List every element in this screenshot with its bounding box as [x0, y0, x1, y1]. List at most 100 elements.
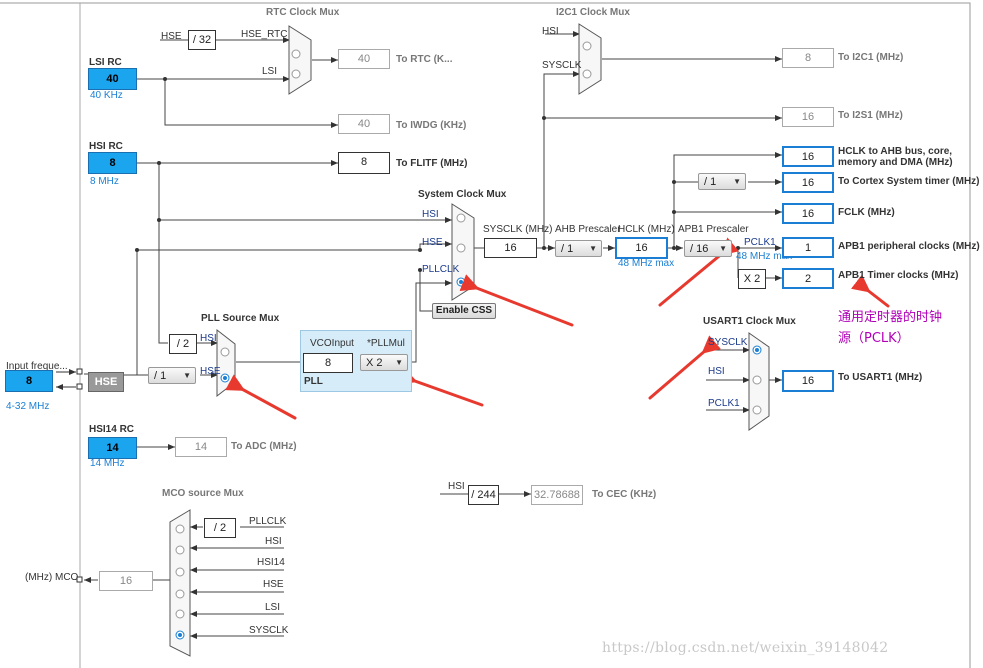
mco-pll-div: / 2 — [204, 518, 236, 538]
mco-value[interactable]: 16 — [99, 571, 153, 591]
apb1-timer-label: APB1 Timer clocks (MHz) — [838, 270, 959, 281]
sysmux-pllclk-label: PLLCLK — [422, 264, 460, 275]
hclk-ahb-label: HCLK to AHB bus, core, — [838, 146, 953, 157]
apb1-peripheral-value[interactable]: 1 — [782, 237, 834, 258]
cec-label: To CEC (KHz) — [592, 489, 657, 500]
adc-label: To ADC (MHz) — [231, 441, 297, 452]
rtc-hse-label: HSE — [161, 31, 182, 42]
flitf-label: To FLITF (MHz) — [396, 158, 468, 169]
input-frequency-value[interactable]: 8 — [5, 370, 53, 392]
pll-src-hsi-label: HSI — [200, 333, 217, 344]
annotation-line-2: 源（PCLK） — [838, 331, 910, 346]
usart-mux-title: USART1 Clock Mux — [703, 316, 796, 327]
pll-title: PLL — [304, 376, 323, 387]
sysclk-value[interactable]: 16 — [484, 238, 537, 258]
mco-output-label: (MHz) MCO — [25, 572, 79, 583]
rtc-mux-shape — [288, 25, 312, 95]
cortex-timer-prescaler-select[interactable]: / 1 ▼ — [698, 173, 746, 190]
cec-div-box: / 244 — [468, 485, 499, 505]
hsi14-rc-freq: 14 MHz — [90, 458, 125, 469]
enable-css-button[interactable]: Enable CSS — [432, 303, 496, 319]
cec-value[interactable]: 32.78688 — [531, 485, 583, 505]
vco-input-value[interactable]: 8 — [303, 353, 353, 373]
mco-hsi-label: HSI — [265, 536, 282, 547]
i2s1-label: To I2S1 (MHz) — [838, 110, 903, 121]
chevron-down-icon: ▼ — [719, 244, 727, 253]
hse-oscillator[interactable]: HSE — [88, 372, 124, 392]
apb1-prescaler-label: APB1 Prescaler — [678, 224, 749, 235]
chevron-down-icon: ▼ — [183, 371, 191, 380]
hclk-ahb-label-2: memory and DMA (MHz) — [838, 157, 953, 168]
fclk-value[interactable]: 16 — [782, 203, 834, 224]
usart1-value[interactable]: 16 — [782, 370, 834, 392]
rtc-mux-title: RTC Clock Mux — [266, 7, 340, 18]
ahb-prescaler-label: AHB Prescaler — [555, 224, 621, 235]
cec-hsi-label: HSI — [448, 481, 465, 492]
fclk-label: FCLK (MHz) — [838, 207, 895, 218]
red-arrow-pllmul — [397, 367, 484, 407]
hsi-rc-value[interactable]: 8 — [88, 152, 137, 174]
hclk-value[interactable]: 16 — [615, 237, 668, 259]
pll-src-mux-title: PLL Source Mux — [201, 313, 280, 324]
usart1-label: To USART1 (MHz) — [838, 372, 923, 383]
chevron-down-icon: ▼ — [733, 177, 741, 186]
lsi-rc-freq: 40 KHz — [90, 90, 123, 101]
i2s1-value[interactable]: 16 — [782, 107, 834, 127]
mco-pllclk-label: PLLCLK — [249, 516, 287, 527]
i2c1-value[interactable]: 8 — [782, 48, 834, 68]
pll-hse-prediv-select[interactable]: / 1 ▼ — [148, 367, 196, 384]
pclk1-label: PCLK1 — [744, 237, 776, 248]
i2c1-sysclk-label: SYSCLK — [542, 60, 582, 71]
mco-sysclk-label: SYSCLK — [249, 625, 289, 636]
iwdg-value[interactable]: 40 — [338, 114, 390, 134]
pll-mul-label: *PLLMul — [367, 338, 405, 349]
pll-mul-select[interactable]: X 2 ▼ — [360, 354, 408, 371]
rtc-div-box[interactable]: / 32 — [188, 30, 216, 50]
mco-mux-title: MCO source Mux — [162, 488, 244, 499]
cortex-timer-value[interactable]: 16 — [782, 172, 834, 193]
usart-sysclk-label: SYSCLK — [708, 337, 748, 348]
ahb-prescaler-select[interactable]: / 1▼ — [555, 240, 602, 257]
mco-hse-label: HSE — [263, 579, 284, 590]
system-mux-title: System Clock Mux — [418, 189, 507, 200]
hclk-label: HCLK (MHz) — [618, 224, 675, 235]
sysmux-hse-label: HSE — [422, 237, 443, 248]
mco-hsi14-label: HSI14 — [257, 557, 285, 568]
i2c1-label: To I2C1 (MHz) — [838, 52, 904, 63]
pll-hsi-div: / 2 — [169, 334, 197, 354]
prediv-select-value: / 1 — [154, 370, 167, 382]
mco-lsi-label: LSI — [265, 602, 281, 613]
watermark: https://blog.csdn.net/weixin_39148042 — [602, 640, 889, 656]
chevron-down-icon: ▼ — [589, 244, 597, 253]
flitf-value[interactable]: 8 — [338, 152, 390, 174]
usart-pclk1-label: PCLK1 — [708, 398, 740, 409]
cortex-select-value: / 1 — [704, 176, 717, 188]
hclk-ahb-value[interactable]: 16 — [782, 146, 834, 167]
iwdg-label: To IWDG (KHz) — [396, 120, 467, 131]
pll-src-mux-shape — [216, 328, 236, 398]
usart-hsi-label: HSI — [708, 366, 725, 377]
adc-value[interactable]: 14 — [175, 437, 227, 457]
hsi-rc-title: HSI RC — [89, 141, 123, 152]
rtc-value[interactable]: 40 — [338, 49, 390, 69]
rtc-lsi-label: LSI — [262, 66, 278, 77]
lsi-rc-value[interactable]: 40 — [88, 68, 137, 90]
mco-mux-shape — [169, 509, 191, 657]
red-arrow-usart-sysclk — [648, 335, 721, 400]
hsi14-rc-title: HSI14 RC — [89, 424, 135, 435]
apb1-peripheral-label: APB1 peripheral clocks (MHz) — [838, 241, 980, 252]
vco-input-label: VCOInput — [310, 338, 354, 349]
i2c1-mux-shape — [578, 23, 602, 95]
input-frequency-range: 4-32 MHz — [6, 401, 50, 412]
apb1-timer-value[interactable]: 2 — [782, 268, 834, 289]
pll-mul-value: X 2 — [366, 357, 383, 369]
apb1-timer-multiplier: X 2 — [738, 269, 766, 289]
apb1-prescaler-select[interactable]: / 16▼ — [684, 240, 732, 257]
annotation-note: 通用定时器的时钟 源（PCLK） — [838, 307, 942, 349]
red-arrow-timer — [851, 274, 890, 308]
rtc-output-label: To RTC (K... — [396, 54, 453, 65]
i2c1-hsi-label: HSI — [542, 26, 559, 37]
hsi14-rc-value[interactable]: 14 — [88, 437, 137, 459]
chevron-down-icon: ▼ — [395, 358, 403, 367]
